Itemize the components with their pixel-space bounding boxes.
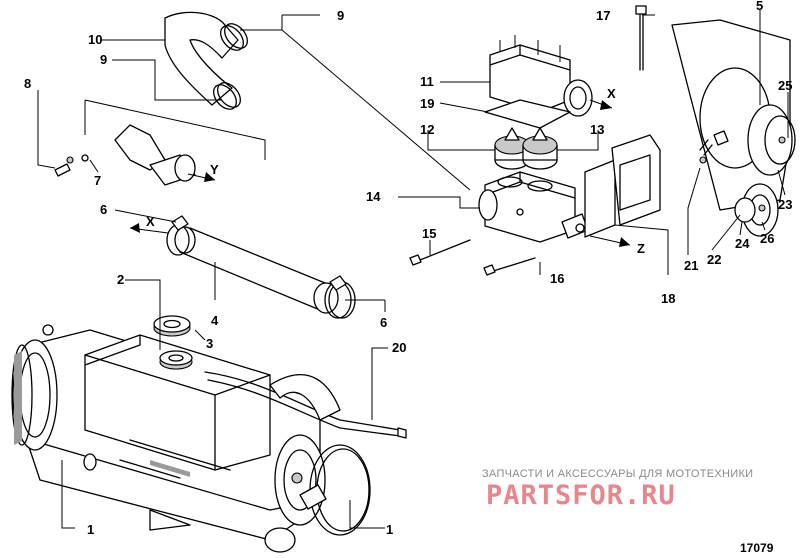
- callout-13: 13: [590, 122, 604, 137]
- callout-20: 20: [392, 340, 406, 355]
- leader-lines: [37, 10, 789, 529]
- hose-part-4: [166, 215, 356, 319]
- callout-26: 26: [760, 231, 774, 246]
- callout-1-right: 1: [386, 522, 393, 537]
- bolt-part-16: [489, 257, 536, 273]
- housing-part-14: [478, 171, 589, 243]
- figure-number: 17079: [740, 541, 774, 555]
- engine-block-part-5: [671, 19, 796, 211]
- watermark-tagline: ЗАПЧАСТИ И АКСЕССУАРЫ ДЛЯ МОТОТЕХНИКИ: [482, 468, 753, 480]
- fitting-group-y: [54, 99, 266, 186]
- callout-1-left: 1: [87, 522, 94, 537]
- callout-19: 19: [420, 96, 434, 111]
- bolt-part-15: [414, 239, 471, 263]
- pulley-part-23: [699, 139, 779, 237]
- callout-3: 3: [206, 336, 213, 351]
- callout-15: 15: [422, 226, 436, 241]
- callout-10: 10: [88, 32, 102, 47]
- callout-5: 5: [756, 0, 763, 13]
- view-marker-z: Z: [637, 241, 645, 256]
- watermark: ЗАПЧАСТИ И АКСЕССУАРЫ ДЛЯ МОТОТЕХНИКИ PA…: [482, 468, 753, 511]
- callout-11: 11: [420, 74, 434, 89]
- elbow-hose-part-10: [164, 11, 248, 110]
- view-marker-y: Y: [210, 162, 219, 177]
- callout-22: 22: [707, 252, 721, 267]
- view-arrows: [129, 99, 631, 247]
- view-marker-x-mid: X: [146, 214, 155, 229]
- callout-21: 21: [684, 258, 698, 273]
- callout-12: 12: [420, 122, 434, 137]
- callout-6-bottom: 6: [380, 315, 387, 330]
- callout-23: 23: [778, 197, 792, 212]
- callout-4: 4: [211, 313, 219, 328]
- thermostat-part-12: [494, 127, 530, 170]
- callout-6-top: 6: [100, 202, 107, 217]
- view-markers: X X Y Z: [146, 86, 645, 256]
- callout-14: 14: [366, 189, 381, 204]
- callout-8: 8: [24, 76, 31, 91]
- filler-cap-part-3: [153, 315, 193, 370]
- callout-24: 24: [735, 236, 750, 251]
- watermark-logo: PARTSFOR.RU: [486, 480, 676, 511]
- heat-exchanger-assembly: [11, 324, 371, 553]
- plate-part-18: [584, 134, 661, 238]
- callout-2: 2: [117, 272, 124, 287]
- callout-9-mid: 9: [100, 52, 107, 67]
- callout-16: 16: [550, 271, 564, 286]
- bolt-part-17: [639, 11, 644, 71]
- thermostat-part-13: [522, 127, 558, 170]
- callout-labels: 1 1 2 3 4 5 6 6 7 8 9 9 10 11 12 13 14 1…: [24, 0, 792, 537]
- callout-25: 25: [778, 78, 792, 93]
- callout-18: 18: [661, 291, 675, 306]
- callout-7: 7: [94, 173, 101, 188]
- view-marker-x-top: X: [607, 86, 616, 101]
- thermostat-housing-part-11: [489, 35, 593, 117]
- elbow-hose: [269, 374, 341, 421]
- callout-9-top: 9: [337, 8, 344, 23]
- callout-17: 17: [596, 8, 610, 23]
- gasket-part-19: [484, 99, 571, 129]
